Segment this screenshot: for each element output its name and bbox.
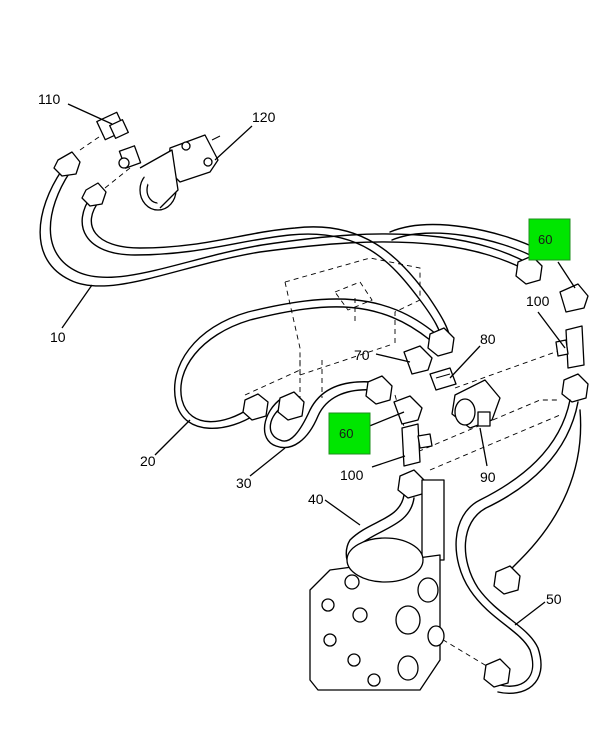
callout-20: 20: [140, 453, 156, 469]
callout-100-top: 100: [526, 293, 550, 309]
leader-lines: [61, 103, 576, 626]
tube-30: [263, 375, 433, 467]
callout-60-top: 60: [538, 232, 552, 247]
highlight-60-top[interactable]: 60: [528, 218, 571, 261]
highlight-60-bottom[interactable]: 60: [328, 412, 371, 455]
callout-120: 120: [252, 109, 276, 125]
highlight-box[interactable]: [528, 218, 571, 261]
callout-100-bottom: 100: [340, 467, 364, 483]
callout-90: 90: [480, 469, 496, 485]
highlight-box[interactable]: [328, 412, 371, 455]
callout-40: 40: [308, 491, 324, 507]
callout-labels: 110 120 10 100 70 80 20 30 100 90 40 50: [38, 91, 562, 607]
parts-70-80-90: [403, 345, 501, 429]
top-left-fittings: [53, 111, 142, 207]
part-120-housing: [139, 134, 221, 211]
valve-block: [309, 537, 445, 691]
callout-30: 30: [236, 475, 252, 491]
tube-10: [39, 169, 541, 341]
callout-80: 80: [480, 331, 496, 347]
callout-50: 50: [546, 591, 562, 607]
callout-60-bottom: 60: [339, 426, 353, 441]
tube-20: [174, 298, 455, 429]
right-fittings: [515, 255, 589, 403]
callout-110: 110: [38, 91, 61, 107]
callout-70: 70: [354, 347, 370, 363]
callout-10: 10: [50, 329, 66, 345]
